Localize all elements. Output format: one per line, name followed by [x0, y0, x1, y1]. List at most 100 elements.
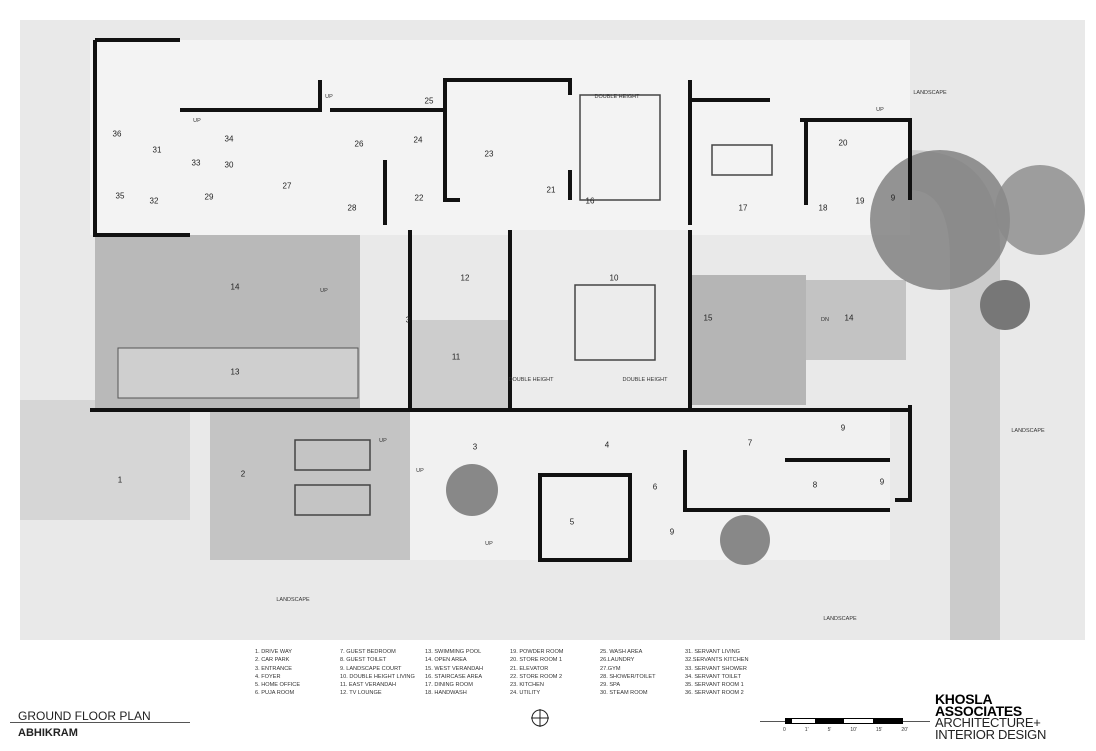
- plan-drawing: [20, 38, 1085, 640]
- legend-item: 17. DINING ROOM: [425, 682, 473, 689]
- legend-item: 28. SHOWER/TOILET: [600, 673, 656, 680]
- room-legend: 1. DRIVE WAY 7. GUEST BEDROOM 13. SWIMMING…: [255, 648, 765, 698]
- room-number: 28: [347, 203, 357, 213]
- landscape-label: LANDSCAPE: [276, 597, 310, 603]
- room-number: 9: [840, 423, 846, 433]
- room-number: 24: [413, 135, 423, 145]
- legend-item: 35. SERVANT ROOM 1: [685, 682, 744, 689]
- scale-tick: 0: [783, 727, 786, 733]
- legend-item: 30. STEAM ROOM: [600, 690, 648, 697]
- floor-plan: 1 2 3 3 4 5 6 7 8 9 9 9 9 10 11 12 13 14…: [20, 20, 1085, 640]
- legend-item: 20. STORE ROOM 1: [510, 657, 563, 664]
- room-number: 9: [879, 477, 885, 487]
- legend-item: 11. EAST VERANDAH: [340, 682, 397, 689]
- room-number: 5: [569, 517, 575, 527]
- room-number: 26: [354, 139, 364, 149]
- scale-tick: 20': [901, 727, 908, 733]
- room-number: 25: [424, 96, 434, 106]
- room-number: 15: [703, 313, 713, 323]
- driveway: [20, 400, 190, 520]
- logo-line: INTERIOR DESIGN: [935, 727, 1047, 742]
- legend-item: 1. DRIVE WAY: [255, 649, 292, 655]
- project-name: ABHIKRAM: [18, 727, 78, 739]
- legend-item: 13. SWIMMING POOL: [425, 649, 482, 655]
- legend-item: 9. LANDSCAPE COURT: [340, 665, 402, 672]
- legend-item: 33. SERVANT SHOWER: [685, 665, 747, 672]
- logo-line: ARCHITECTURE+: [935, 715, 1041, 730]
- room-number: 19: [855, 196, 865, 206]
- legend-item: 15. WEST VERANDAH: [425, 665, 484, 672]
- room-number: 30: [224, 160, 234, 170]
- room-number: 33: [191, 158, 201, 168]
- double-height-label: DOUBLE HEIGHT: [594, 94, 640, 100]
- logo-line: ASSOCIATES: [935, 703, 1022, 719]
- scale-tick: 10': [850, 727, 857, 733]
- west-verandah: [688, 275, 806, 405]
- legend-item: 34. SERVANT TOILET: [685, 673, 742, 680]
- legend-item: 6. PUJA ROOM: [255, 690, 295, 697]
- legend-item: 25. WASH AREA: [600, 649, 643, 655]
- dn-label: DN: [821, 317, 829, 323]
- legend-item: 4. FOYER: [255, 673, 281, 680]
- legend-item: 27.GYM: [600, 665, 621, 672]
- up-label: UP: [416, 468, 424, 474]
- legend-item: 10. DOUBLE HEIGHT LIVING: [340, 673, 415, 680]
- room-number: 12: [460, 273, 470, 283]
- room-number: 11: [451, 352, 461, 362]
- landscape-label: LANDSCAPE: [913, 90, 947, 96]
- room-number: 34: [224, 134, 234, 144]
- divider: [10, 722, 190, 723]
- legend-item: 19. POWDER ROOM: [510, 649, 564, 655]
- plan-title: GROUND FLOOR PLAN: [18, 709, 151, 723]
- living: [510, 230, 690, 410]
- up-label: UP: [193, 118, 201, 124]
- landscape-label: LANDSCAPE: [1011, 428, 1045, 434]
- up-label: UP: [320, 288, 328, 294]
- room-number: 23: [484, 149, 494, 159]
- room-number: 7: [747, 438, 753, 448]
- room-number: 18: [818, 203, 828, 213]
- scale-bar: [785, 718, 903, 724]
- double-height-label: DOUBLE HEIGHT: [508, 377, 554, 383]
- room-number: 2: [240, 469, 246, 479]
- up-label: UP: [325, 94, 333, 100]
- room-number: 14: [230, 282, 240, 292]
- room-number: 1: [117, 475, 123, 485]
- legend-item: 7. GUEST BEDROOM: [340, 649, 396, 655]
- legend-item: 2. CAR PARK: [255, 657, 290, 664]
- scale-tick: 15': [875, 727, 883, 733]
- room-number: 4: [604, 440, 610, 450]
- room-number: 14: [844, 313, 854, 323]
- room-number: 6: [652, 482, 658, 492]
- legend-item: 8. GUEST TOILET: [340, 657, 387, 664]
- room-number: 36: [112, 129, 122, 139]
- room-number: 8: [812, 480, 818, 490]
- legend-item: 14. OPEN AREA: [425, 657, 467, 664]
- room-number: 9: [890, 193, 896, 203]
- room-number: 27: [282, 181, 292, 191]
- upper-wing: [90, 40, 910, 235]
- firm-logo: KHOSLA ASSOCIATES ARCHITECTURE+ INTERIOR…: [935, 692, 1047, 742]
- room-number: 9: [669, 527, 675, 537]
- legend-item: 16. STAIRCASE AREA: [425, 673, 483, 680]
- room-number: 35: [115, 191, 125, 201]
- room-number: 22: [414, 193, 424, 203]
- room-number: 3: [472, 442, 478, 452]
- legend-item: 24. UTILITY: [510, 690, 541, 697]
- room-number: 3: [405, 315, 411, 325]
- open-area-west: [806, 280, 906, 360]
- room-number: 17: [738, 203, 748, 213]
- room-number: 21: [546, 185, 556, 195]
- legend-item: 36. SERVANT ROOM 2: [685, 690, 744, 697]
- room-number: 13: [230, 367, 240, 377]
- legend-item: 12. TV LOUNGE: [340, 690, 382, 697]
- east-verandah: [410, 320, 510, 410]
- legend-item: 32.SERVANTS KITCHEN: [685, 657, 749, 664]
- room-number: 31: [152, 145, 162, 155]
- legend-item: 3. ENTRANCE: [255, 665, 292, 672]
- room-number: 32: [149, 196, 159, 206]
- legend-item: 23. KITCHEN: [510, 682, 544, 689]
- room-number: 20: [838, 138, 848, 148]
- room-number: 10: [609, 273, 619, 283]
